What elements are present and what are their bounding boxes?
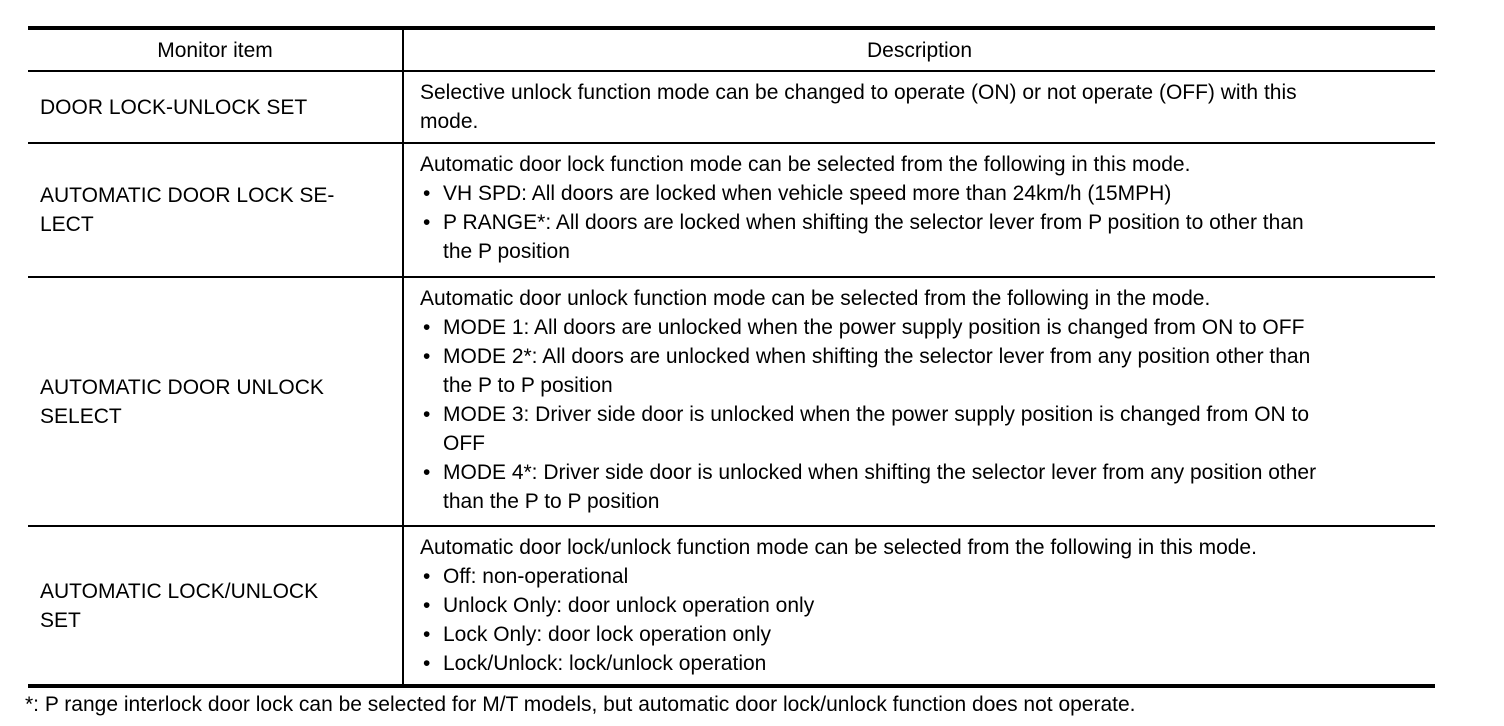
bullet-text: VH SPD: All doors are locked when vehicl… xyxy=(443,182,1172,205)
bullet-icon: • xyxy=(423,652,431,675)
bullet-icon: • xyxy=(423,211,431,234)
bullet-icon: • xyxy=(423,461,431,484)
monitor-item-label: AUTOMATIC LOCK/UNLOCK SET xyxy=(40,579,319,632)
bullet-icon: • xyxy=(423,623,431,646)
bullet-icon: • xyxy=(423,182,431,205)
table-row-automatic-door-lock-select: AUTOMATIC DOOR LOCK SE- LECT Automatic d… xyxy=(28,144,1435,278)
bullet-icon: • xyxy=(423,403,431,426)
bullet-icon: • xyxy=(423,565,431,588)
bullet-item: • MODE 1: All doors are unlocked when th… xyxy=(420,313,1423,342)
column-header-description: Description xyxy=(866,38,973,62)
bullet-text: MODE 3: Driver side door is unlocked whe… xyxy=(443,403,1310,455)
monitor-item-cell: DOOR LOCK-UNLOCK SET xyxy=(28,72,404,142)
description-text: Automatic door unlock function mode can … xyxy=(420,287,1211,310)
table-row-automatic-lock-unlock-set: AUTOMATIC LOCK/UNLOCK SET Automatic door… xyxy=(28,527,1435,684)
monitor-item-cell: AUTOMATIC DOOR LOCK SE- LECT xyxy=(28,144,404,276)
bullet-text: Lock/Unlock: lock/unlock operation xyxy=(443,652,767,675)
bullet-item: • MODE 3: Driver side door is unlocked w… xyxy=(420,400,1423,458)
bullet-text: Unlock Only: door unlock operation only xyxy=(443,594,815,617)
monitor-item-table: Monitor item Description DOOR LOCK-UNLOC… xyxy=(28,26,1435,688)
monitor-item-cell: AUTOMATIC LOCK/UNLOCK SET xyxy=(28,527,404,684)
description-cell: Automatic door lock/unlock function mode… xyxy=(404,527,1435,684)
bullet-item: • MODE 4*: Driver side door is unlocked … xyxy=(420,458,1423,516)
bullet-text: MODE 2*: All doors are unlocked when shi… xyxy=(443,345,1311,397)
table-row-automatic-door-unlock-select: AUTOMATIC DOOR UNLOCK SELECT Automatic d… xyxy=(28,278,1435,527)
monitor-item-label: AUTOMATIC DOOR UNLOCK SELECT xyxy=(40,375,324,428)
monitor-item-cell: AUTOMATIC DOOR UNLOCK SELECT xyxy=(28,278,404,525)
description-text: Automatic door lock function mode can be… xyxy=(420,153,1191,176)
footnote: *: P range interlock door lock can be se… xyxy=(25,693,1136,716)
bullet-text: P RANGE*: All doors are locked when shif… xyxy=(443,211,1304,263)
bullet-item: • VH SPD: All doors are locked when vehi… xyxy=(420,179,1423,208)
bullet-item: • Unlock Only: door unlock operation onl… xyxy=(420,591,1423,620)
description-cell: Automatic door unlock function mode can … xyxy=(404,278,1435,525)
column-header-monitor-item: Monitor item xyxy=(28,30,404,70)
bullet-item: • Lock/Unlock: lock/unlock operation xyxy=(420,649,1423,678)
description-cell: Automatic door lock function mode can be… xyxy=(404,144,1435,276)
bullet-item: • Off: non-operational xyxy=(420,562,1423,591)
bullet-item: • MODE 2*: All doors are unlocked when s… xyxy=(420,342,1423,400)
bullet-icon: • xyxy=(423,594,431,617)
table-row-door-lock-unlock-set: DOOR LOCK-UNLOCK SET Selective unlock fu… xyxy=(28,72,1435,144)
bullet-text: MODE 4*: Driver side door is unlocked wh… xyxy=(443,461,1317,513)
bullet-item: • Lock Only: door lock operation only xyxy=(420,620,1423,649)
bullet-text: Lock Only: door lock operation only xyxy=(443,623,772,646)
bullet-text: Off: non-operational xyxy=(443,565,629,588)
bullet-text: MODE 1: All doors are unlocked when the … xyxy=(443,316,1305,339)
monitor-item-label: DOOR LOCK-UNLOCK SET xyxy=(40,95,308,119)
description-cell: Selective unlock function mode can be ch… xyxy=(404,72,1435,142)
description-text: Automatic door lock/unlock function mode… xyxy=(420,536,1257,559)
monitor-item-label: AUTOMATIC DOOR LOCK SE- LECT xyxy=(40,184,335,236)
description-text: Selective unlock function mode can be ch… xyxy=(420,81,1297,133)
bullet-item: • P RANGE*: All doors are locked when sh… xyxy=(420,208,1423,266)
bullet-icon: • xyxy=(423,316,431,339)
bullet-icon: • xyxy=(423,345,431,368)
table-header-row: Monitor item Description xyxy=(28,30,1435,72)
